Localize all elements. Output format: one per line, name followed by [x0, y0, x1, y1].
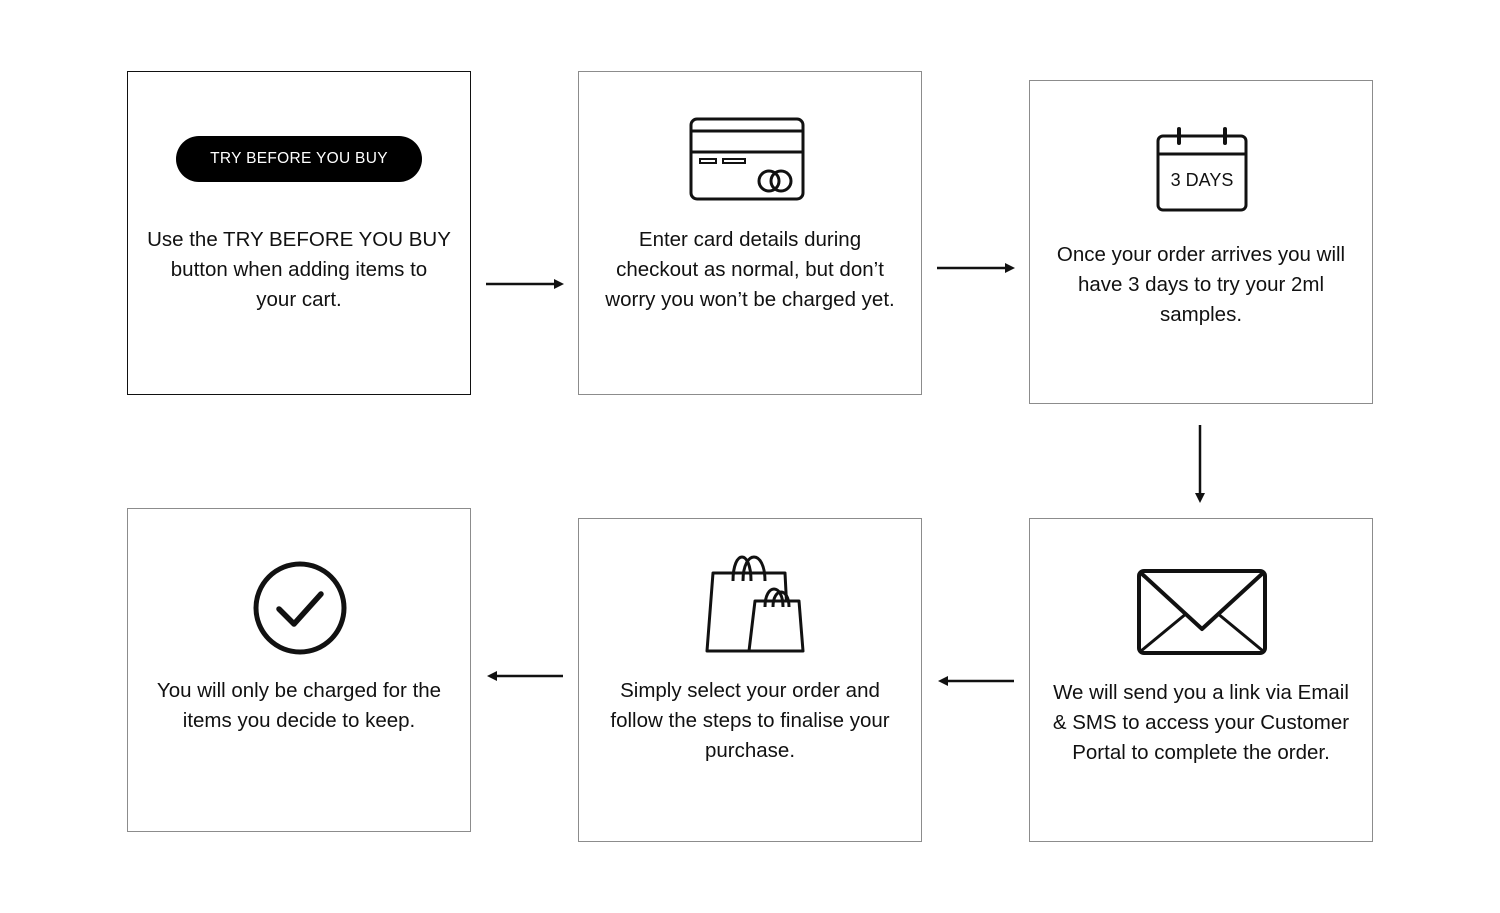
step-description: Enter card details during checkout as no…	[605, 228, 895, 311]
step-three-days: 3 DAYS Once your order arrives you will …	[1029, 80, 1373, 404]
step-charged-keep: You will only be charged for the items y…	[127, 508, 471, 832]
arrow-left-icon	[938, 676, 1014, 686]
step-description: Simply select your order and follow the …	[610, 679, 890, 762]
step-description: You will only be charged for the items y…	[156, 679, 442, 732]
shopping-bags-icon	[705, 555, 805, 653]
try-before-you-buy-button[interactable]: TRY BEFORE YOU BUY	[176, 136, 422, 182]
envelope-icon	[1137, 569, 1267, 655]
step-try-before-you-buy: TRY BEFORE YOU BUY Use the TRY BEFORE YO…	[127, 71, 471, 395]
check-circle-icon	[253, 561, 347, 655]
step-description: Once your order arrives you will have 3 …	[1056, 243, 1346, 326]
step-finalise-purchase: Simply select your order and follow the …	[578, 518, 922, 842]
calendar-label: 3 DAYS	[1171, 170, 1234, 190]
step-description: We will send you a link via Email & SMS …	[1052, 681, 1350, 764]
arrow-right-icon	[937, 263, 1015, 273]
arrow-right-icon	[486, 279, 564, 289]
credit-card-icon	[689, 117, 805, 201]
arrow-left-icon	[487, 671, 563, 681]
arrow-down-icon	[1195, 425, 1205, 503]
step-card-details: Enter card details during checkout as no…	[578, 71, 922, 395]
step-description: Use the TRY BEFORE YOU BUY button when a…	[147, 228, 451, 311]
step-email-link: We will send you a link via Email & SMS …	[1029, 518, 1373, 842]
calendar-icon: 3 DAYS	[1156, 127, 1248, 212]
